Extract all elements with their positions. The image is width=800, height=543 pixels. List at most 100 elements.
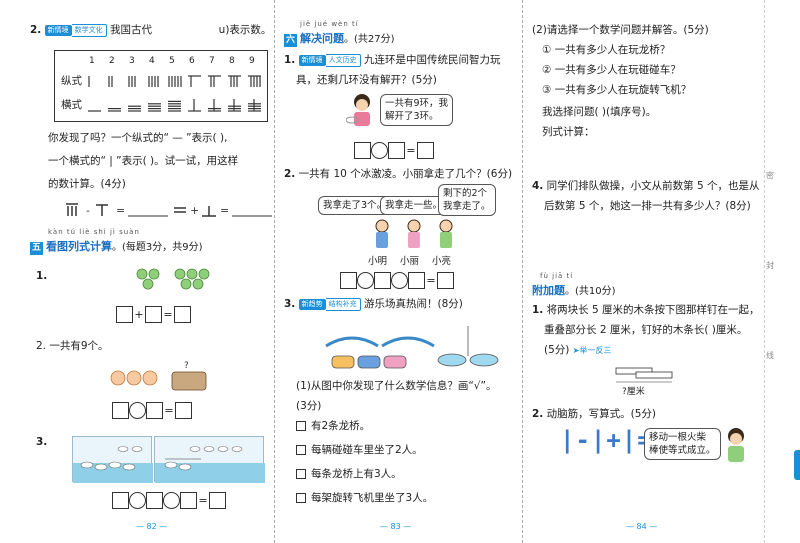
tag-culture-history: 人文历史 — [325, 53, 361, 67]
answer-box[interactable] — [209, 492, 226, 509]
tag-structure-supplement: 结构补充 — [325, 297, 361, 311]
horizontal-rods-row — [87, 97, 265, 113]
seal-line-char: 线 — [766, 351, 774, 360]
operator-circle[interactable] — [163, 492, 180, 509]
answer-box[interactable] — [174, 306, 191, 323]
operator-circle[interactable] — [357, 272, 374, 289]
extra-q2: 2. 动脑筋，写算式。(5分) — [532, 406, 656, 422]
vertical-rod-7 — [208, 75, 221, 87]
checkbox-option[interactable]: 有2条龙桥。 — [296, 418, 370, 434]
e2-text: 动脑筋，写算式。(5分) — [546, 408, 657, 420]
table-number-5: 5 — [169, 56, 175, 66]
vertical-rod-8 — [228, 75, 241, 87]
right-q4-line1: 4. 同学们排队做操，小文从前数第 5 个，也是从 — [532, 178, 760, 194]
mid-q3-score: (3分) — [296, 400, 322, 412]
page-number-82: — 82 — — [136, 522, 168, 531]
table-number-9: 9 — [249, 56, 255, 66]
child-name: 小明 — [368, 256, 388, 267]
q1-equation: += — [116, 306, 191, 323]
speech-bubble-xiaoliang: 剩下的2个 我拿走了。 — [438, 184, 496, 216]
checkbox-option[interactable]: 每条龙桥上有3人。 — [296, 466, 402, 482]
page-number-84: — 84 — — [626, 522, 658, 531]
svg-text:?: ? — [184, 361, 189, 371]
horizontal-rod-6 — [188, 99, 201, 112]
seal-line-char: 密 — [766, 171, 774, 180]
answer-box[interactable] — [145, 306, 162, 323]
q2-text-b: u)表示数。 — [218, 24, 272, 36]
answer-box[interactable] — [354, 142, 371, 159]
mid-q3-sub: (1)从图中你发现了什么数学信息？画“√”。 — [296, 380, 497, 392]
child-name: 小亮 — [432, 256, 452, 267]
mid-q2-text: 2. 一共有 10 个冰激凌。小丽拿走了几个？(6分) — [284, 166, 512, 182]
section5-title: 看图列式计算 — [46, 240, 112, 253]
answer-box[interactable] — [340, 272, 357, 289]
operator-circle[interactable] — [129, 402, 146, 419]
answer-box[interactable] — [112, 492, 129, 509]
row-label-vertical: 纵式 — [61, 75, 82, 87]
question-option: ② 一共有多少人在玩碰碰车？ — [542, 64, 681, 76]
answer-box[interactable] — [180, 492, 197, 509]
extra-section-header: 附加题。(共10分) — [532, 282, 616, 298]
q2-text: 一共有 10 个冰激凌。小丽拿走了几个？(6分) — [298, 168, 513, 180]
answer-box[interactable] — [374, 272, 391, 289]
column-divider-left — [274, 0, 275, 543]
operator-circle[interactable] — [129, 492, 146, 509]
checkbox-label: 每架旋转飞机里坐了3人。 — [311, 492, 434, 504]
svg-text:=: = — [220, 204, 229, 217]
vertical-rod-5 — [168, 76, 182, 87]
checkbox-label: 每辆碰碰车里坐了2人。 — [311, 444, 423, 456]
page-edge-tab — [794, 450, 800, 480]
table-number-7: 7 — [209, 56, 215, 66]
checkbox-option[interactable]: 每架旋转飞机里坐了3人。 — [296, 490, 433, 506]
column-divider-right — [522, 0, 523, 543]
answer-box[interactable] — [146, 492, 163, 509]
swan-pond-picture-1 — [72, 436, 153, 483]
checkbox-square[interactable] — [296, 421, 306, 431]
checkbox-option[interactable]: 每辆碰碰车里坐了2人。 — [296, 442, 423, 458]
question-number: 4. — [532, 180, 544, 192]
q2-text-a: 我国古代 — [109, 24, 152, 36]
operator-circle[interactable] — [391, 272, 408, 289]
right-q2-calc: 列式计算： — [542, 126, 595, 138]
extra-title: 附加题 — [532, 284, 565, 297]
operator-circle[interactable] — [371, 142, 388, 159]
answer-box[interactable] — [437, 272, 454, 289]
vertical-rod-9 — [248, 75, 261, 87]
answer-box[interactable] — [175, 402, 192, 419]
row-label-horizontal: 横式 — [61, 99, 82, 111]
svg-text:=: = — [116, 204, 125, 217]
vertical-rod-6 — [188, 75, 201, 87]
left-q2b: 2. 一共有9个。 — [36, 340, 109, 352]
section6-score: 。(共27分) — [344, 34, 395, 45]
section6-header: 六解决问题。(共27分) — [284, 30, 395, 47]
answer-box[interactable] — [388, 142, 405, 159]
page-number-83: — 83 — — [380, 522, 412, 531]
horizontal-rod-2 — [108, 108, 121, 112]
horizontal-rod-9 — [248, 99, 261, 112]
strip-length-label: ?厘米 — [622, 387, 645, 397]
q3-text: 游乐场真热闹！(8分) — [363, 298, 463, 310]
checkbox-square[interactable] — [296, 493, 306, 503]
extra-q1-line1: 1. 将两块长 5 厘米的木条按下图那样钉在一起， — [532, 302, 760, 318]
extra-score: 。(共10分) — [565, 286, 616, 297]
peaches-illustration — [136, 268, 210, 290]
answer-box[interactable] — [112, 402, 129, 419]
tag-new-context: 新情境 — [298, 54, 326, 66]
mid-q2-equation: = — [340, 272, 454, 289]
answer-box[interactable] — [417, 142, 434, 159]
rod-expression-2: + = — [174, 204, 272, 217]
mid-q1-line1: 1. 新情境人文历史 九连环是中国传统民间智力玩 — [284, 52, 500, 68]
section5-score: 。(每题3分，共9分) — [112, 242, 203, 253]
table-number-2: 2 — [109, 56, 115, 66]
question-number: 2. — [30, 24, 42, 36]
answer-box[interactable] — [146, 402, 163, 419]
mid-q3-header: 3. 新趋势结构补充 游乐场真热闹！(8分) — [284, 296, 463, 312]
answer-box[interactable] — [116, 306, 133, 323]
checkbox-square[interactable] — [296, 445, 306, 455]
checkbox-label: 有2条龙桥。 — [311, 420, 371, 432]
checkbox-square[interactable] — [296, 469, 306, 479]
table-number-3: 3 — [129, 56, 135, 66]
seal-line-text: 密封线 — [766, 170, 778, 370]
answer-box[interactable] — [408, 272, 425, 289]
